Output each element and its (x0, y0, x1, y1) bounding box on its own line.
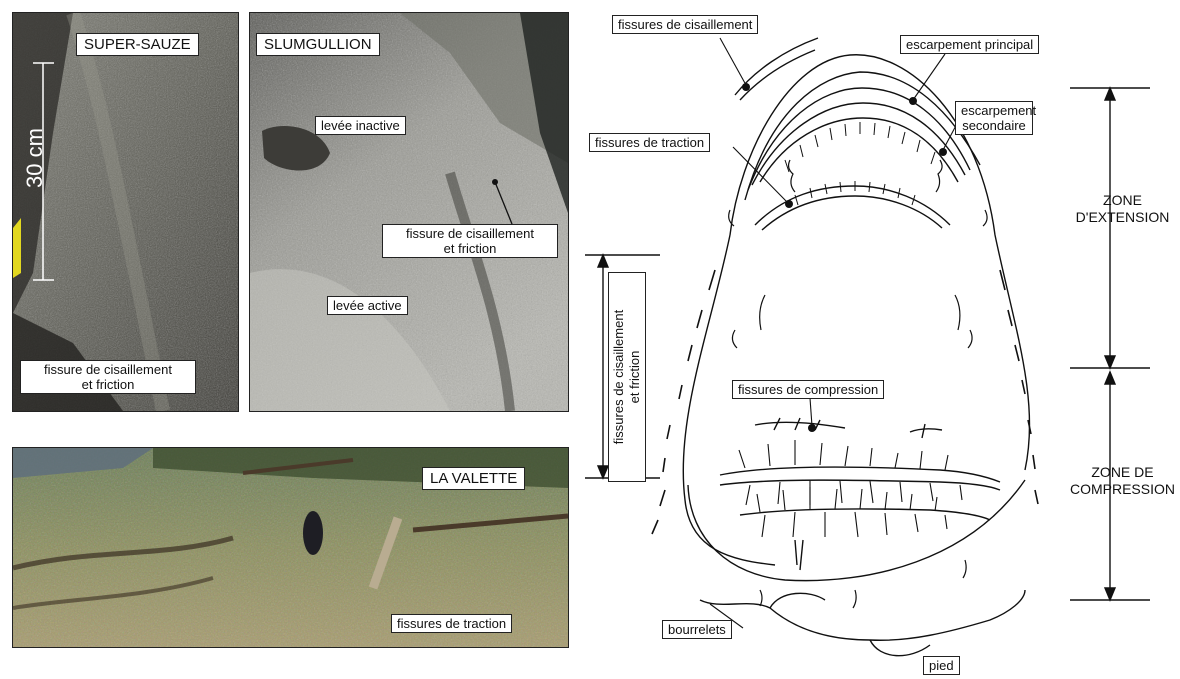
super-sauze-crack-label: fissure de cisaillement et friction (20, 360, 196, 394)
landslide-fissure-diagram (570, 0, 1180, 679)
photo-slumgullion (249, 12, 569, 412)
compression-cracks-label: fissures de compression (732, 380, 884, 399)
tension-crack (755, 186, 950, 225)
main-scarp-label: escarpement principal (900, 35, 1039, 54)
scale-label: 30 cm (22, 118, 48, 198)
secondary-scarp-label: escarpement secondaire (955, 101, 1033, 135)
toe-label: pied (923, 656, 960, 675)
landslide-lower-lobe (688, 480, 1025, 581)
slumgullion-crack-pointer (480, 170, 520, 230)
compression-crack-a (755, 422, 845, 428)
extension-zone-label: ZONE D'EXTENSION (1065, 192, 1180, 226)
lateral-cracks-label: fissures de cisaillement et friction (608, 272, 646, 482)
toe-bulges (700, 590, 1025, 640)
shear-cracks-label: fissures de cisaillement (612, 15, 758, 34)
bulges-label: bourrelets (662, 620, 732, 639)
super-sauze-title: SUPER-SAUZE (76, 33, 199, 56)
slumgullion-title: SLUMGULLION (256, 33, 380, 56)
photo-slumgullion-image (250, 13, 568, 411)
la-valette-crack-label: fissures de traction (391, 614, 512, 633)
main-scarp (745, 72, 980, 200)
compression-band-2 (740, 509, 990, 520)
la-valette-title: LA VALETTE (422, 467, 525, 490)
inactive-levee-label: levée inactive (315, 116, 406, 135)
active-levee-label: levée active (327, 296, 408, 315)
landslide-left-flank (683, 235, 775, 565)
compression-crack-b (910, 429, 942, 432)
compression-zone-label: ZONE DE COMPRESSION (1065, 464, 1180, 498)
slumgullion-crack-label: fissure de cisaillement et friction (382, 224, 558, 258)
tension-cracks-label: fissures de traction (589, 133, 710, 152)
